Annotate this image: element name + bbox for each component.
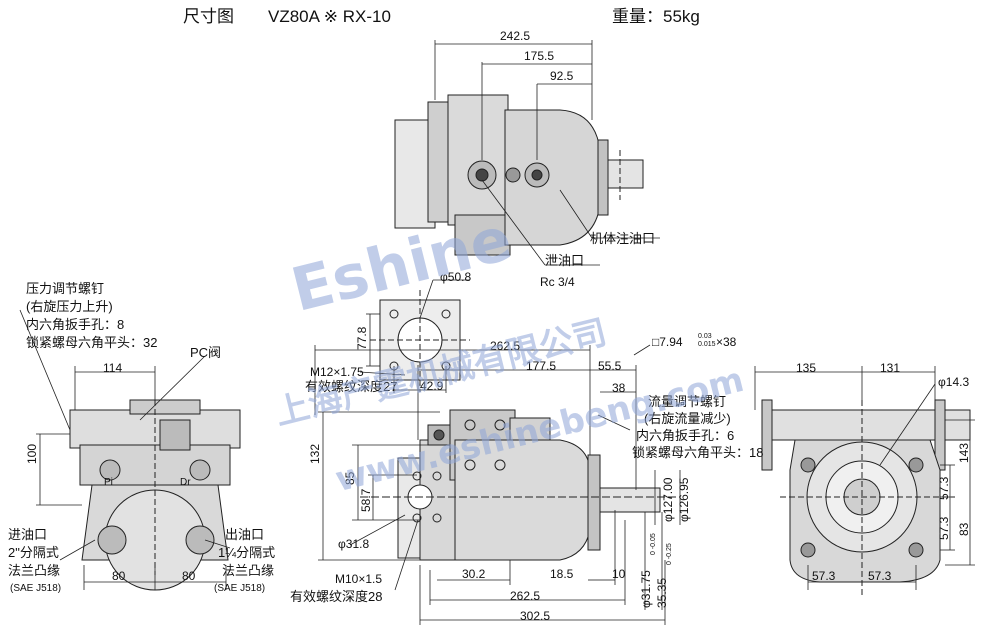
inlet-line-3: 法兰凸缘 (8, 563, 61, 578)
dim-top-2: 175.5 (524, 49, 555, 63)
pressure-screw-line-3: 内六角扳手孔：8 (26, 317, 125, 332)
flange-detail (370, 290, 470, 392)
dim-left-width: 114 (103, 361, 123, 375)
body-fill-port-label: 机体注油口 (590, 231, 656, 246)
dim-pilot-dia-2: φ126.95 (677, 477, 691, 522)
dim-main-bottom-2: 262.5 (510, 589, 541, 603)
right-view-dimensions (754, 366, 975, 590)
outlet-line-3: 法兰凸缘 (222, 563, 275, 578)
dim-main-height-1: 132 (308, 443, 322, 464)
main-view-pump (360, 409, 680, 561)
dim-right-height-4: 83 (957, 522, 971, 536)
dim-right-height-2: 57.3 (937, 476, 951, 500)
model-number: VZ80A ※ RX-10 (268, 7, 391, 26)
outlet-line-1: 出油口 (225, 527, 265, 542)
pressure-screw-line-2: (右旋压力上升) (26, 299, 113, 314)
top-view-dimensions (434, 40, 660, 266)
outlet-line-2: 1¼分隔式 (218, 545, 276, 560)
dim-main-bottom-4: 10 (612, 567, 626, 581)
dim-main-top-2: 177.5 (526, 359, 557, 373)
drain-thread-label: Rc 3/4 (540, 275, 575, 289)
inlet-line-1: 进油口 (8, 527, 48, 542)
key-size-label: □7.94 (652, 335, 683, 349)
drain-port-label: 泄油口 (545, 253, 585, 268)
dim-right-height-1: 143 (957, 442, 971, 463)
shaft-key-height-tol: 0 -0.25 (666, 543, 673, 565)
pilot-port-tag: Pi (104, 477, 113, 488)
flow-screw-line-4: 锁紧螺母六角平头：18 (632, 445, 764, 460)
thread-1-label: M12×1.75 (310, 365, 364, 379)
drawing-title-label: 尺寸图 (183, 7, 234, 26)
top-view-pump (394, 94, 644, 256)
dim-flange-bore: φ50.8 (440, 270, 472, 284)
pc-valve-label: PC阀 (190, 345, 222, 360)
inlet-line-2: 2"分隔式 (8, 545, 59, 560)
key-tol-upper: 0.03 (698, 333, 712, 340)
dim-left-bottom-1: 80 (112, 569, 126, 583)
dim-main-total: 302.5 (520, 609, 551, 623)
dim-main-bottom-1: 30.2 (462, 567, 486, 581)
drain-port-tag: Dr (180, 477, 191, 488)
dim-right-bolt-dia: φ14.3 (938, 375, 970, 389)
shaft-dia-tol: 0 -0.05 (650, 533, 657, 555)
key-tol-lower: 0.015 (698, 341, 716, 348)
dim-right-bottom-1: 57.3 (812, 569, 836, 583)
flow-screw-line-1: 流量调节螺钉 (648, 394, 727, 409)
thread-2-label: M10×1.5 (335, 572, 383, 586)
dim-main-bottom-3: 18.5 (550, 567, 574, 581)
right-view-pump (761, 399, 971, 595)
dim-main-port-dia: φ31.8 (338, 537, 370, 551)
dim-right-top-1: 135 (796, 361, 817, 375)
left-view-pump (69, 399, 241, 591)
dim-right-bottom-2: 57.3 (868, 569, 892, 583)
dim-main-top-1: 262.5 (490, 339, 521, 353)
dim-right-height-3: 57.3 (937, 516, 951, 540)
outlet-line-4: (SAE J518) (214, 583, 266, 594)
thread-1-depth-label: 有效螺纹深度27 (305, 379, 398, 394)
shaft-dia-label: φ31.75 (639, 570, 653, 608)
dim-left-bottom-2: 80 (182, 569, 196, 583)
thread-2-depth-label: 有效螺纹深度28 (290, 589, 383, 604)
flange-dimensions (359, 279, 470, 393)
dim-left-height: 100 (25, 443, 39, 464)
weight-label: 重量：55kg (612, 7, 700, 26)
dim-main-top-3: 55.5 (598, 359, 622, 373)
dim-top-3: 92.5 (550, 69, 574, 83)
dim-flange-height: 77.8 (355, 326, 369, 350)
flow-screw-line-2: (右旋流量减少) (644, 411, 731, 426)
shaft-key-height-label: 35.35 (655, 577, 669, 608)
inlet-line-4: (SAE J518) (10, 583, 62, 594)
dim-top-1: 242.5 (500, 29, 531, 43)
flow-screw-line-3: 内六角扳手孔：6 (636, 428, 735, 443)
dim-flange-offset: 42.9 (420, 379, 444, 393)
dim-main-top-4: 38 (612, 381, 626, 395)
left-view-dimensions (19, 309, 231, 590)
pressure-screw-line-4: 锁紧螺母六角平头：32 (26, 335, 158, 350)
main-view-dimensions (314, 344, 681, 625)
dim-right-top-2: 131 (880, 361, 901, 375)
key-length-label: ×38 (716, 335, 737, 349)
dim-pilot-dia-1: φ127.00 (661, 477, 675, 522)
pressure-screw-line-1: 压力调节螺钉 (26, 281, 105, 296)
